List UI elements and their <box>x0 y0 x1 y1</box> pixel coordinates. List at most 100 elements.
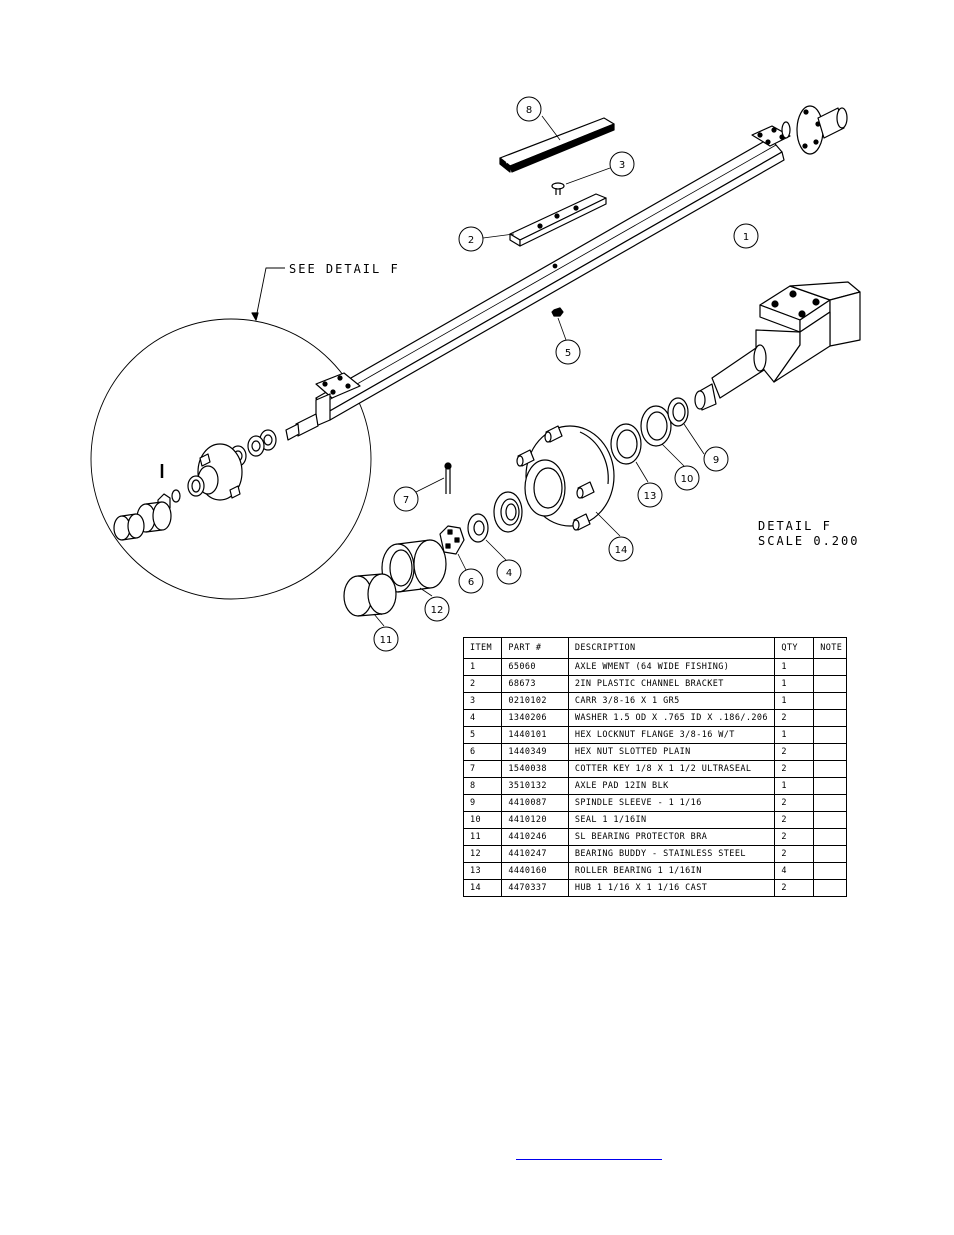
locknut-part <box>551 307 564 317</box>
detail-hub-set <box>113 429 277 541</box>
balloon-3: 3 <box>609 151 635 177</box>
bom-header-part: PART # <box>501 637 569 659</box>
bom-cell-qty: 4 <box>774 862 815 880</box>
bom-header-qty: QTY <box>774 637 815 659</box>
balloon-13: 13 <box>637 482 663 508</box>
bom-cell-part-number: 65060 <box>501 658 569 676</box>
channel-bracket-part <box>509 193 607 247</box>
bom-cell-item: 10 <box>462 811 503 829</box>
bom-cell-part-number: 4410120 <box>501 811 569 829</box>
svg-text:9: 9 <box>713 455 719 466</box>
bom-cell-description: COTTER KEY 1/8 X 1 1/2 ULTRASEAL <box>567 760 776 778</box>
svg-text:5: 5 <box>565 348 571 359</box>
bom-cell-note <box>813 743 847 761</box>
balloon-10: 10 <box>674 465 700 491</box>
bom-cell-part-number: 4410247 <box>501 845 569 863</box>
bom-cell-note <box>813 845 847 863</box>
balloon-9: 9 <box>703 446 729 472</box>
bom-cell-note <box>813 726 847 744</box>
bom-cell-item: 8 <box>462 777 503 795</box>
bom-cell-description: SPINDLE SLEEVE - 1 1/16 <box>567 794 776 812</box>
seal-part <box>640 405 672 447</box>
bom-cell-item: 2 <box>462 675 503 693</box>
svg-text:1: 1 <box>743 232 749 243</box>
bom-cell-qty: 2 <box>774 845 815 863</box>
slotted-nut-part <box>439 525 465 555</box>
bom-header-item: ITEM <box>462 637 503 659</box>
bom-cell-description: SEAL 1 1/16IN <box>567 811 776 829</box>
balloon-1: 1 <box>733 223 759 249</box>
bom-cell-item: 7 <box>462 760 503 778</box>
bom-cell-qty: 2 <box>774 828 815 846</box>
bom-cell-part-number: 1340206 <box>501 709 569 727</box>
bom-cell-description: 2IN PLASTIC CHANNEL BRACKET <box>567 675 776 693</box>
bom-cell-note <box>813 828 847 846</box>
svg-text:8: 8 <box>526 105 532 116</box>
bom-cell-description: ROLLER BEARING 1 1/16IN <box>567 862 776 880</box>
bom-cell-item: 5 <box>462 726 503 744</box>
bom-cell-item: 9 <box>462 794 503 812</box>
svg-text:11: 11 <box>380 635 393 646</box>
balloon-11: 11 <box>373 626 399 652</box>
bom-cell-note <box>813 692 847 710</box>
detail-scale: SCALE 0.200 <box>758 534 859 548</box>
bom-cell-part-number: 1440101 <box>501 726 569 744</box>
bearing-protector-part <box>343 573 397 617</box>
bom-cell-part-number: 4440160 <box>501 862 569 880</box>
bom-cell-description: AXLE PAD 12IN BLK <box>567 777 776 795</box>
svg-text:7: 7 <box>403 495 409 506</box>
footer-link-underline[interactable] <box>516 1145 662 1160</box>
bom-cell-qty: 2 <box>774 760 815 778</box>
bom-cell-item: 3 <box>462 692 503 710</box>
svg-text:14: 14 <box>615 545 628 556</box>
bom-cell-part-number: 0210102 <box>501 692 569 710</box>
bom-cell-note <box>813 709 847 727</box>
bom-cell-description: WASHER 1.5 OD X .765 ID X .186/.206 <box>567 709 776 727</box>
balloon-14: 14 <box>608 536 634 562</box>
spindle-sleeve-part <box>667 397 689 427</box>
bom-cell-description: HUB 1 1/16 X 1 1/16 CAST <box>567 879 776 897</box>
bom-header-description: DESCRIPTION <box>567 637 776 659</box>
bom-cell-item: 6 <box>462 743 503 761</box>
bom-cell-qty: 1 <box>774 777 815 795</box>
bom-cell-note <box>813 794 847 812</box>
detail-title: DETAIL F <box>758 519 832 533</box>
detail-leader <box>255 267 285 319</box>
balloon-7: 7 <box>393 486 419 512</box>
see-detail-label: SEE DETAIL F <box>289 262 400 276</box>
bom-cell-note <box>813 777 847 795</box>
bom-cell-note <box>813 879 847 897</box>
bearing-part <box>493 491 523 533</box>
bom-cell-part-number: 4410246 <box>501 828 569 846</box>
bom-cell-qty: 2 <box>774 709 815 727</box>
bom-cell-qty: 1 <box>774 658 815 676</box>
bom-cell-qty: 1 <box>774 675 815 693</box>
bom-cell-part-number: 3510132 <box>501 777 569 795</box>
bom-header-row: ITEM PART # DESCRIPTION QTY NOTE <box>462 637 847 659</box>
bom-cell-note <box>813 862 847 880</box>
balloon-8: 8 <box>516 96 542 122</box>
bom-cell-note <box>813 675 847 693</box>
roller-bearing-part <box>610 423 642 465</box>
bom-cell-description: AXLE WMENT (64 WIDE FISHING) <box>567 658 776 676</box>
balloon-4: 4 <box>496 559 522 585</box>
bom-cell-qty: 2 <box>774 879 815 897</box>
bom-cell-part-number: 68673 <box>501 675 569 693</box>
detail-circle <box>90 318 372 600</box>
svg-text:13: 13 <box>644 491 657 502</box>
balloon-5: 5 <box>555 339 581 365</box>
bom-cell-description: HEX LOCKNUT FLANGE 3/8-16 W/T <box>567 726 776 744</box>
cotter-key-part <box>444 462 452 494</box>
